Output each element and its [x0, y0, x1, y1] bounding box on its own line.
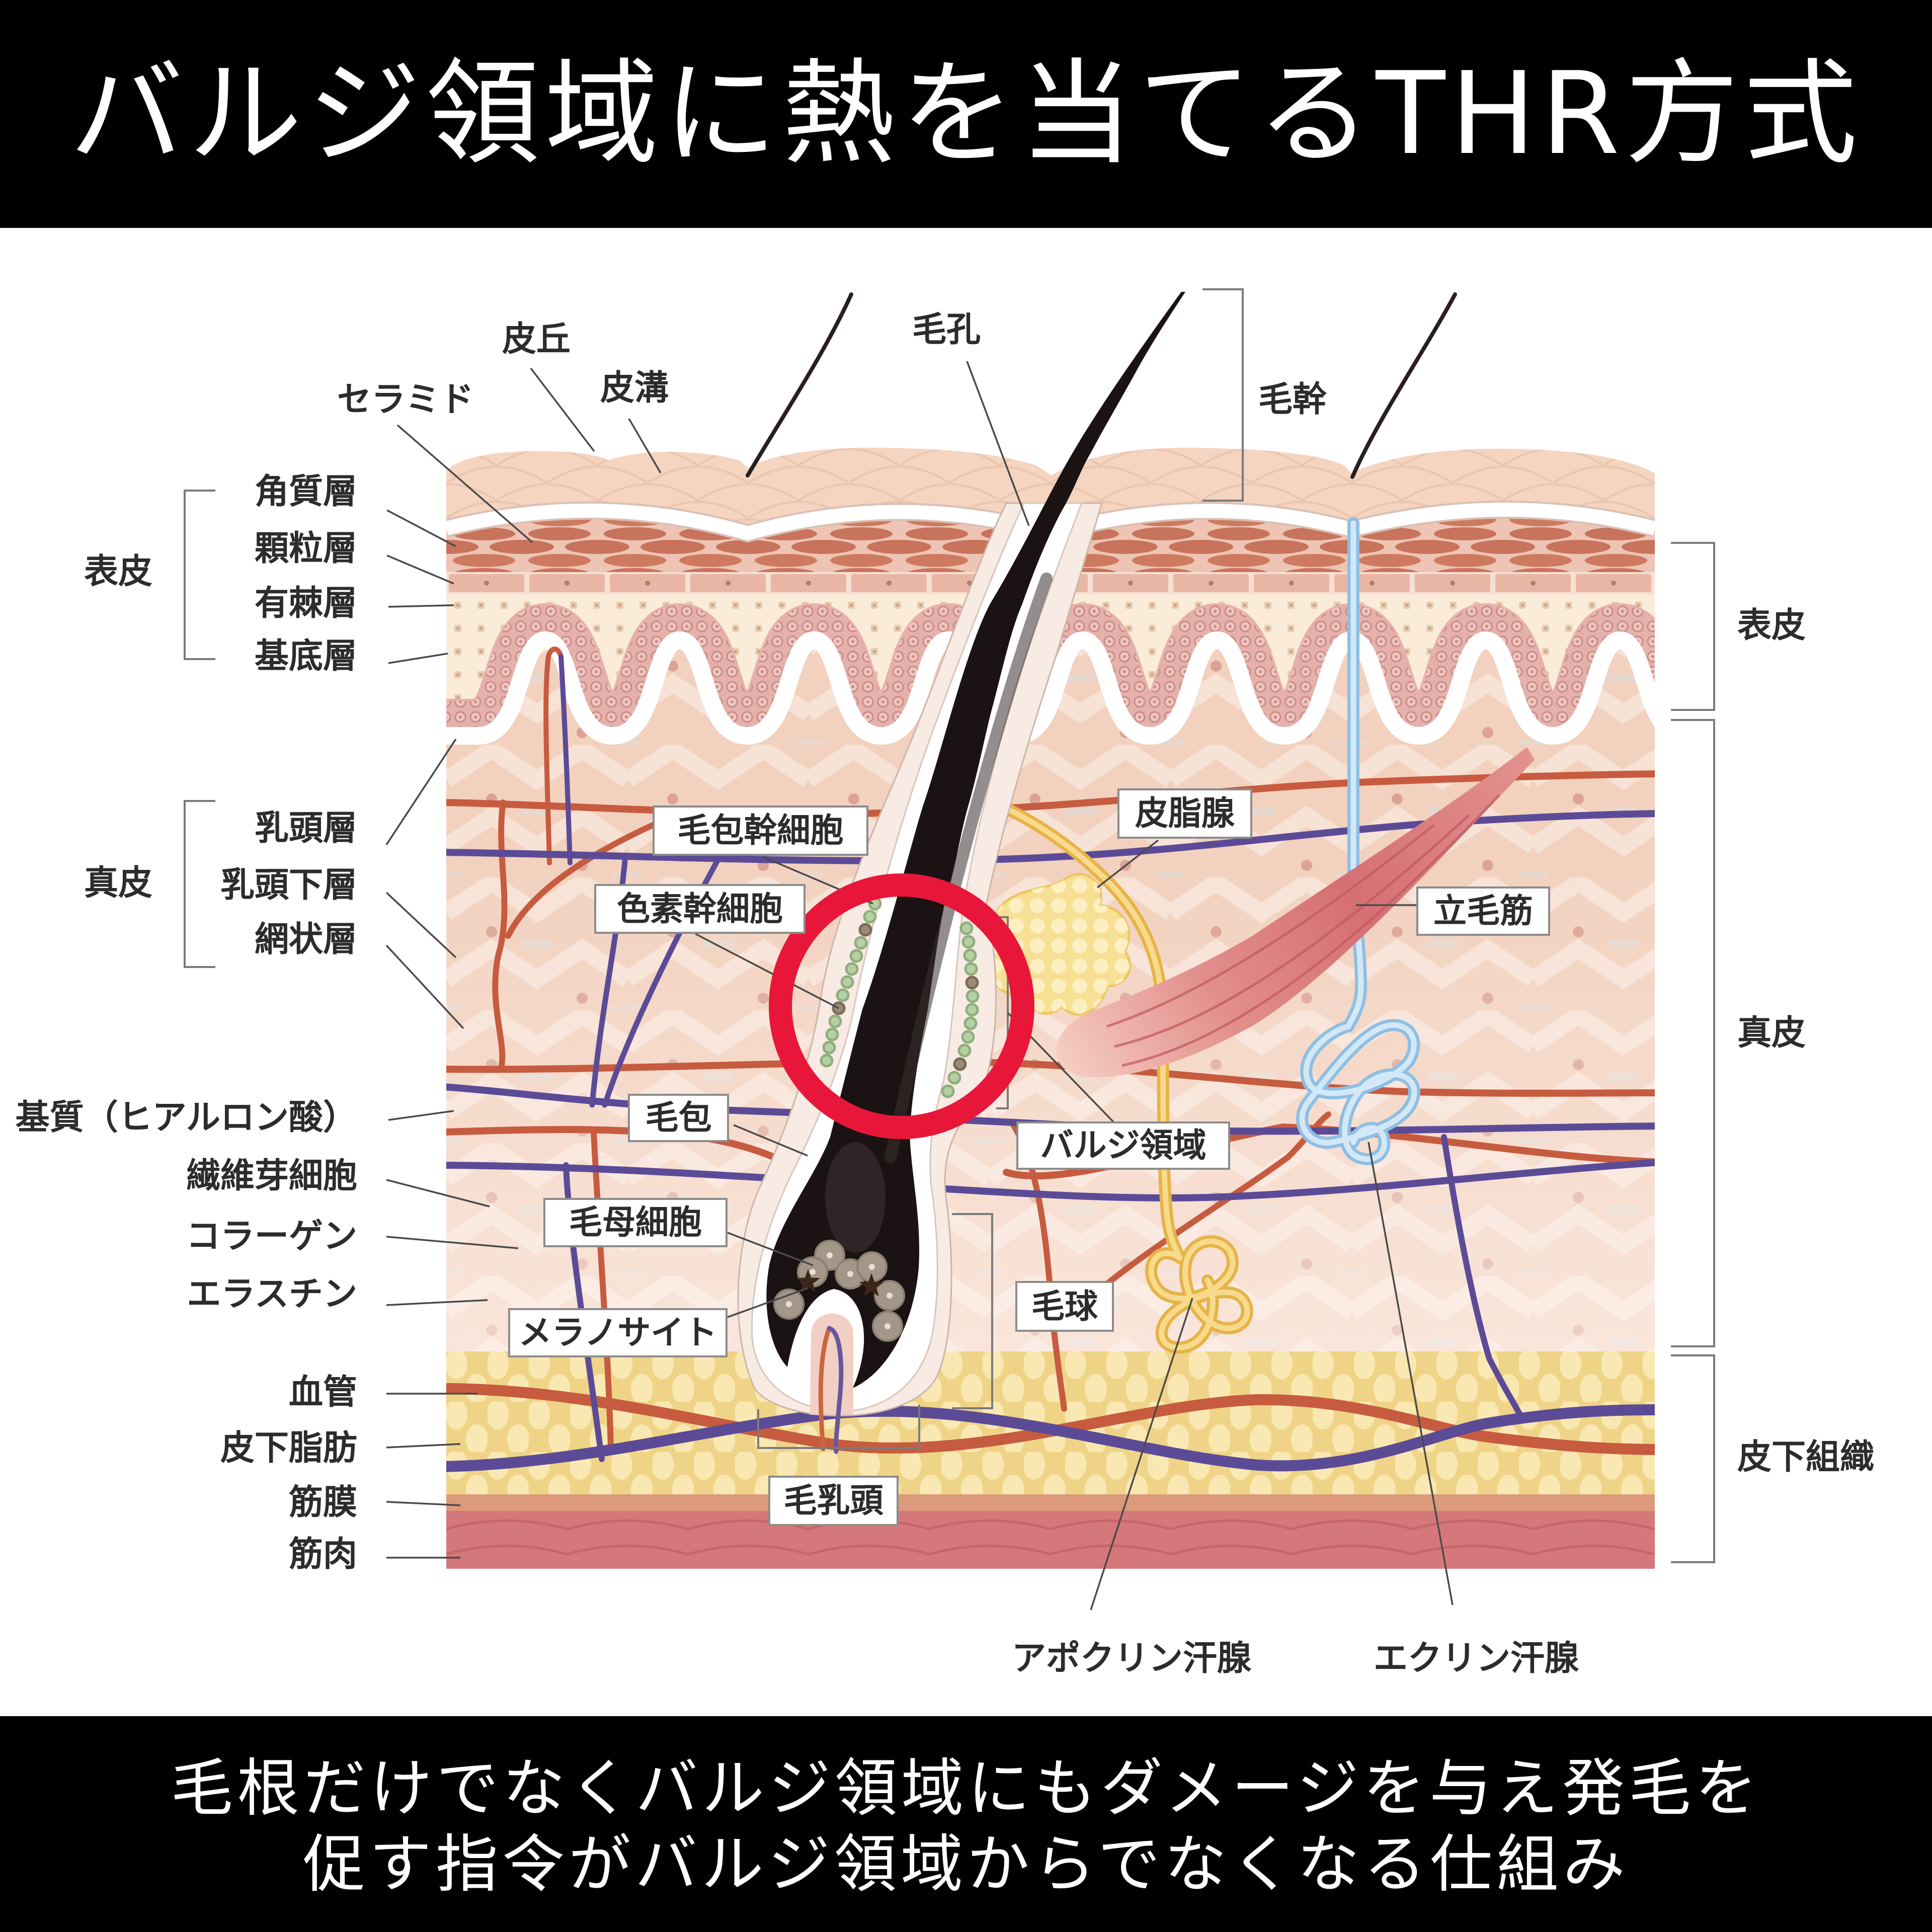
apocrine-sweat-gland [969, 790, 1253, 1354]
label-fibroblast: 繊維芽細胞 [186, 1156, 357, 1196]
label-right-dermis: 真皮 [1737, 1013, 1806, 1053]
bulge-highlight-circle [769, 873, 1034, 1139]
muscle-layer [446, 1511, 1655, 1569]
label-papillary-layer: 乳頭層 [254, 809, 357, 848]
label-skin-groove: 皮溝 [600, 368, 669, 408]
caption-line-1: 毛根だけでなくバルジ領域にもダメージを与え発毛を [171, 1752, 1761, 1825]
box-hair-follicle: 毛包 [628, 1094, 729, 1142]
caption-bar: 毛根だけでなくバルジ領域にもダメージを与え発毛を 促す指令がバルジ領域からでなく… [0, 1716, 1932, 1932]
box-dermal-papilla: 毛乳頭 [768, 1476, 899, 1526]
box-hair-matrix-cell: 毛母細胞 [543, 1198, 728, 1247]
dermal-papilla [810, 1314, 853, 1454]
label-dermis-group: 真皮 [84, 863, 153, 903]
skin-layers [446, 447, 1655, 1569]
box-hair-bulb: 毛球 [1015, 1281, 1114, 1332]
label-apocrine-gland: アポクリン汗腺 [1012, 1639, 1252, 1678]
label-eccrine-gland: エクリン汗腺 [1374, 1639, 1579, 1678]
box-melanocyte: メラノサイト [508, 1308, 728, 1357]
thin-hairs [746, 292, 1457, 479]
label-right-epidermis: 表皮 [1737, 606, 1806, 646]
label-stratum-basale: 基底層 [254, 636, 357, 676]
page-title: バルジ領域に熱を当てるTHR方式 [69, 47, 1863, 180]
label-pore: 毛孔 [912, 310, 981, 350]
dermal-papilla-bracket [757, 1405, 920, 1449]
label-skin-ridge: 皮丘 [502, 319, 571, 359]
melanocyte-icon [795, 1269, 884, 1297]
dermis-left-bracket [184, 800, 215, 968]
dermis-right-bracket [1671, 719, 1715, 1347]
label-stratum-granulosum: 顆粒層 [254, 529, 357, 569]
label-reticular-layer: 網状層 [254, 920, 357, 959]
label-epidermis-group: 表皮 [84, 552, 153, 592]
label-subcutaneous-fat: 皮下脂肪 [220, 1428, 357, 1468]
hair-bulb-bracket [952, 1213, 993, 1409]
label-ground-substance: 基質（ヒアルロン酸） [15, 1098, 357, 1138]
label-muscle: 筋肉 [288, 1535, 357, 1574]
fascia [446, 1494, 1655, 1511]
arrector-pili-muscle [1056, 747, 1535, 1078]
subcutaneous-right-bracket [1671, 1354, 1715, 1563]
box-arrector-pili: 立毛筋 [1416, 887, 1550, 936]
caption-line-2: 促す指令がバルジ領域からでなくなる仕組み [302, 1828, 1630, 1901]
label-right-subcutaneous: 皮下組織 [1737, 1437, 1875, 1477]
label-hair-shaft: 毛幹 [1258, 380, 1327, 420]
label-stratum-spinosum: 有棘層 [254, 584, 357, 623]
label-subpapillary-layer: 乳頭下層 [220, 865, 357, 905]
epidermis-right-bracket [1671, 542, 1715, 711]
label-elastin: エラスチン [187, 1274, 357, 1314]
eccrine-sweat-gland [1296, 517, 1420, 1165]
label-blood-vessel: 血管 [288, 1373, 357, 1412]
leader-lines [385, 361, 1454, 1611]
box-sebaceous-gland: 皮脂腺 [1117, 788, 1252, 839]
label-collagen: コラーゲン [186, 1217, 357, 1256]
hair-shaft-bracket [1202, 288, 1244, 502]
label-ceramide: セラミド [337, 380, 474, 420]
subcutaneous-fat [446, 1351, 1655, 1494]
epidermis-left-bracket [184, 490, 215, 660]
label-stratum-corneum: 角質層 [254, 472, 357, 512]
hair-matrix-cells [773, 1240, 905, 1342]
label-fascia: 筋膜 [288, 1483, 357, 1522]
title-bar: バルジ領域に熱を当てるTHR方式 [0, 0, 1932, 228]
box-bulge-region: バルジ領域 [1016, 1121, 1230, 1170]
bulge-stem-cells [820, 897, 980, 1098]
box-hair-follicle-stem-cell: 毛包幹細胞 [653, 806, 868, 856]
brackets [184, 288, 1715, 1563]
box-pigment-stem-cell: 色素幹細胞 [594, 884, 806, 934]
